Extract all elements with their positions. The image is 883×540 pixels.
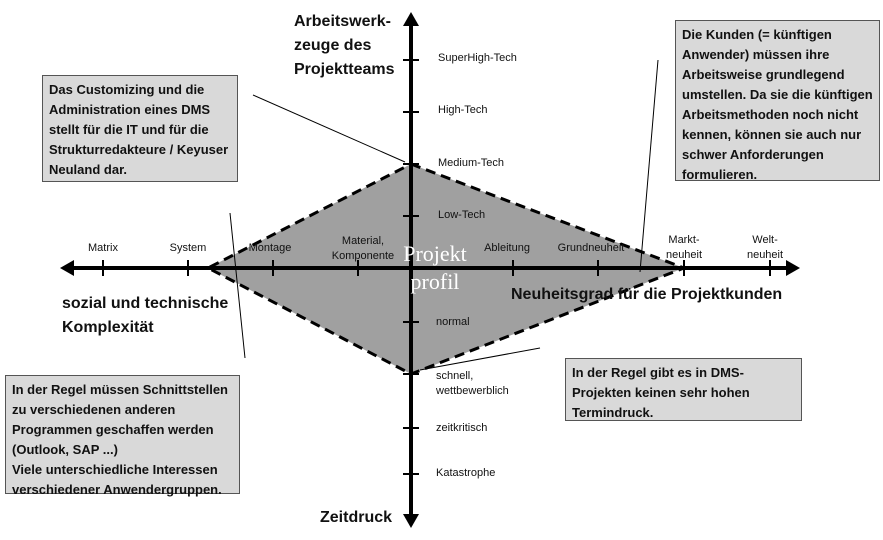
tick-label: Ableitung (484, 242, 530, 254)
tick-label: Markt- neuheit (665, 234, 703, 261)
arrow-down-icon (403, 514, 419, 528)
tick-label: Montage (248, 242, 292, 254)
tick-label: System (169, 242, 207, 254)
tick-label: Matrix (88, 242, 118, 254)
axis-title-novelty: Neuheitsgrad für die Projektkunden (511, 286, 783, 303)
tick-label: Katastrophe (436, 467, 496, 479)
tick-label: zeitkritisch (436, 422, 488, 434)
note-interfaces: In der Regel müssen Schnittstellen zu ve… (5, 375, 240, 497)
center-label: Projekt profil (403, 241, 467, 294)
tick-label: normal (436, 316, 470, 328)
tick-label: Welt- neuheit (746, 234, 784, 261)
callout-lines (229, 59, 659, 371)
axis-title-time-pressure: Zeitdruck (320, 509, 393, 526)
axis-ticks (102, 59, 771, 475)
axis-title-tools: Arbeitswerk- zeuge des Projektteams (294, 13, 395, 78)
tick-label: Low-Tech (438, 209, 486, 221)
tick-label: SuperHigh-Tech (438, 52, 517, 64)
axis-title-complexity: sozial und technische Komplexität (62, 295, 229, 336)
note-time-pressure: In der Regel gibt es in DMS-Projekten ke… (565, 358, 802, 421)
note-customizing: Das Customizing und die Administration e… (42, 75, 238, 182)
note-customers: Die Kunden (= künftigen Anwender) müssen… (675, 20, 880, 182)
tick-label: Medium-Tech (438, 157, 505, 169)
arrow-left-icon (60, 260, 74, 276)
arrow-up-icon (403, 12, 419, 26)
tick-label: High-Tech (438, 104, 488, 116)
tick-label: schnell, wettbewerblich (436, 370, 509, 397)
tick-label: Material, Komponente (331, 235, 395, 262)
tick-label: Grundneuheit (557, 242, 625, 254)
arrow-right-icon (786, 260, 800, 276)
